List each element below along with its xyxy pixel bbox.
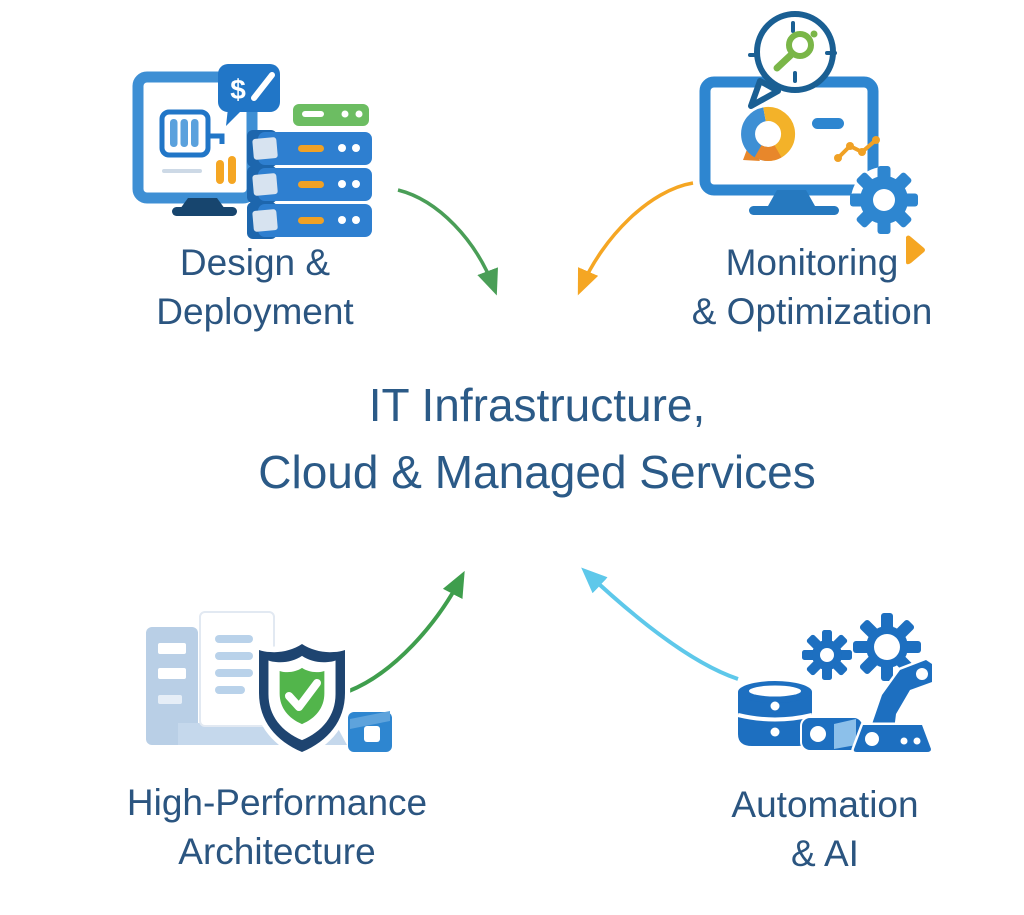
database-icon — [737, 681, 813, 746]
automation-ai-illustration — [737, 613, 935, 755]
check-icon — [285, 679, 321, 711]
flag-icon — [906, 235, 925, 265]
server-stack-icon — [247, 104, 372, 239]
arrow-design-to-center — [397, 188, 498, 296]
arrow-architecture-to-center — [348, 570, 465, 693]
label-line: Architecture — [178, 831, 376, 872]
gear-icon — [850, 166, 918, 234]
shield-check-icon — [253, 637, 351, 759]
gears-icon — [802, 613, 921, 681]
robot-arm-icon — [851, 657, 935, 755]
monitoring-optimization-illustration — [699, 11, 918, 234]
trend-line-icon — [834, 136, 880, 162]
arrow-monitoring-to-center — [577, 181, 694, 296]
label-line: Design & — [179, 242, 331, 283]
dash-line — [812, 118, 844, 129]
server-unit — [247, 166, 372, 203]
terminal-bubble-icon: $ — [218, 64, 280, 126]
label-line: & AI — [791, 833, 859, 874]
cube-icon — [348, 711, 392, 752]
server-unit — [247, 202, 372, 239]
container-icon — [159, 109, 225, 158]
design-deployment-illustration: $ — [132, 64, 372, 239]
architecture-label: High-Performance Architecture — [92, 778, 462, 876]
arrow-automation-to-center — [581, 567, 739, 681]
donut-chart-icon — [741, 107, 796, 161]
server-cabinet-icon — [146, 627, 198, 745]
label-line: High-Performance — [126, 782, 428, 823]
magnifier-icon — [773, 30, 818, 72]
automation-ai-label: Automation & AI — [645, 780, 1005, 878]
monitoring-optimization-label: Monitoring & Optimization — [632, 238, 992, 336]
pause-bars-icon — [216, 156, 236, 184]
label-line: Deployment — [156, 291, 354, 332]
architecture-illustration — [146, 611, 392, 759]
title-line: IT Infrastructure, — [368, 379, 706, 431]
label-line: Monitoring — [725, 242, 899, 283]
server-unit — [247, 130, 372, 167]
magnifier-bubble-icon — [748, 11, 837, 109]
label-line: & Optimization — [691, 291, 933, 332]
center-title: IT Infrastructure, Cloud & Managed Servi… — [187, 372, 887, 506]
label-line: Automation — [731, 784, 919, 825]
terminal-symbol: $ — [230, 74, 246, 105]
title-line: Cloud & Managed Services — [258, 446, 816, 498]
design-deployment-label: Design & Deployment — [60, 238, 450, 336]
